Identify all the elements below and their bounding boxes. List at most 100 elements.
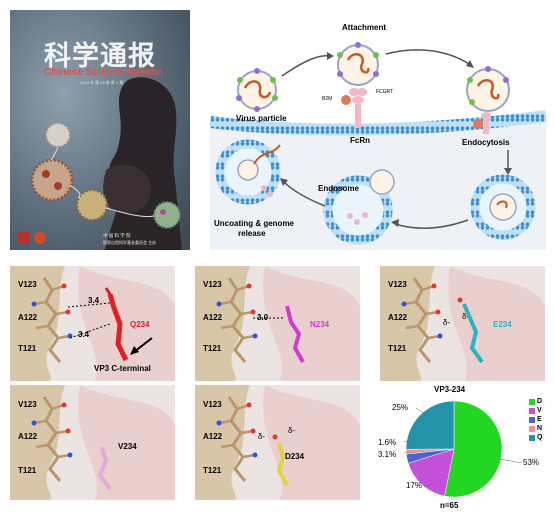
label-b2m: B2M: [322, 96, 333, 102]
residue-label: V123: [18, 280, 37, 289]
legend-swatch: [529, 425, 535, 432]
endosome-middle: [323, 169, 395, 245]
cover-publisher-1: 中 国 科 学 院: [103, 233, 131, 238]
sample-size: n=65: [440, 501, 459, 510]
label-endocytosis: Endocytosis: [462, 138, 510, 147]
virus-particle-attaching: [337, 42, 379, 86]
pie-slice-v: [407, 448, 455, 497]
legend-label: V: [537, 407, 542, 414]
structure-backbone: [380, 266, 545, 381]
residue-label: T121: [18, 466, 37, 475]
legend-label: N: [537, 425, 543, 432]
legend-swatch: [529, 416, 535, 423]
note-label: VP3 C-terminal: [94, 364, 151, 373]
residue-label: A122: [18, 432, 38, 441]
structure-panel-q234: [10, 266, 175, 381]
v234-sidechain: [97, 446, 112, 491]
legend-item-v: V: [529, 406, 542, 415]
structure-panel-n234: [195, 266, 360, 381]
structure-backbone: [195, 385, 360, 500]
residue-label: V123: [388, 280, 407, 289]
residue-label: A122: [388, 313, 408, 322]
child-silhouette: [103, 164, 152, 214]
chart-title: VP3-234: [434, 385, 466, 394]
legend-label: D: [537, 398, 543, 405]
cover-title-en: Chinese Science Bulletin: [44, 67, 163, 78]
label-attachment: Attachment: [342, 23, 387, 32]
journal-cover: 科学通报 Chinese Science Bulletin 2023 年 第 6…: [10, 10, 190, 250]
legend-item-e: E: [529, 415, 542, 424]
pie-slice-q: [405, 400, 455, 450]
virus-particle-endocytosis: [466, 66, 510, 134]
entry-diagram: Attachment Virus particle FCGRT B2M FcRn…: [210, 10, 546, 250]
publisher-logo-2: [34, 232, 46, 244]
mutant-label: E234: [493, 320, 512, 329]
arrow-attachment: [281, 54, 333, 77]
label-fcgrt: FCGRT: [376, 89, 394, 95]
residue-label: A122: [203, 313, 223, 322]
residue-label: T121: [203, 344, 222, 353]
charge-label: δ-: [443, 318, 451, 327]
charge-label: δ-: [462, 312, 470, 321]
pie-label-d: 53%: [523, 458, 540, 467]
fcrn-receptor: [341, 88, 367, 128]
entry-diagram-art: [210, 42, 546, 250]
residue-label: T121: [388, 344, 407, 353]
mutant-label: V234: [118, 442, 137, 451]
arrow-endocytosis: [385, 49, 473, 67]
residue-label: V123: [18, 400, 37, 409]
arrow-uncoating: [283, 181, 326, 207]
virus-particle-free: [236, 68, 278, 112]
pie-label-e: 3.1%: [378, 450, 397, 459]
charge-label: δ-: [258, 432, 266, 441]
mutant-label: N234: [310, 320, 330, 329]
structure-backbone: [195, 266, 360, 381]
structure-panel-e234: [380, 266, 545, 381]
cover-issue-line: 2023 年 第 68 卷 第 1 期: [80, 80, 124, 85]
residue-label: V123: [203, 400, 222, 409]
pie-slice-d: [444, 400, 503, 498]
virus-particle-right: [75, 188, 109, 222]
legend-item-d: D: [529, 397, 542, 406]
cell-membrane: [210, 110, 546, 136]
residue-label: T121: [203, 466, 222, 475]
publisher-logo-1: [18, 232, 30, 244]
pie-label-v: 17%: [406, 481, 423, 490]
d234-sidechain: [272, 434, 289, 486]
pie-leader-line: [403, 440, 415, 444]
endosome-right: [470, 174, 536, 240]
structure-backbone: [10, 266, 175, 381]
cover-title-cn: 科学通报: [44, 41, 156, 72]
virus-particle-top: [45, 122, 71, 148]
pie-leader-line: [423, 482, 435, 488]
legend-swatch: [529, 407, 535, 414]
legend-item-n: N: [529, 424, 542, 433]
distance-label: 3.4: [88, 296, 100, 305]
legend-label: Q: [537, 434, 543, 441]
charge-label: δ-: [288, 426, 296, 435]
cover-artwork: [10, 10, 190, 250]
legend-swatch: [529, 398, 535, 405]
n234-sidechain: [253, 305, 305, 363]
pie-label-q: 25%: [392, 403, 409, 412]
residue-label: T121: [18, 344, 37, 353]
pie-label-n: 1.6%: [378, 438, 397, 447]
pie-leader-line: [415, 407, 427, 416]
label-uncoating-1: Uncoating & genome: [214, 219, 295, 228]
label-virus-particle: Virus particle: [236, 114, 287, 123]
pie-chart: [403, 400, 523, 498]
legend-label: E: [537, 416, 542, 423]
residue-label: A122: [18, 313, 38, 322]
distance-label: 3.4: [78, 330, 90, 339]
label-endosome: Endosome: [318, 184, 359, 193]
label-uncoating-2: release: [238, 229, 266, 238]
e234-sidechain: [457, 297, 484, 364]
structure-panel-d234: [195, 385, 360, 500]
endosome-uncoating: [215, 139, 281, 205]
cover-publisher-2: 国家自然科学基金委员会 主办: [103, 240, 157, 245]
pie-leader-line: [499, 458, 523, 464]
arrow-endosome-mid: [394, 219, 469, 229]
legend-item-q: Q: [529, 433, 542, 442]
